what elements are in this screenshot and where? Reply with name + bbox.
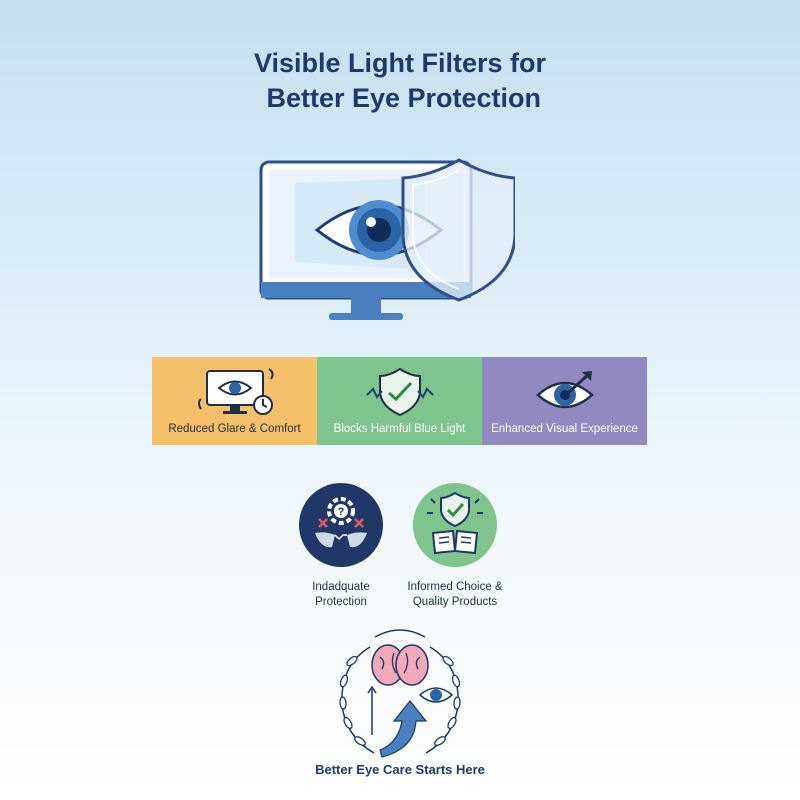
- label-line-1: Informed Choice &: [407, 581, 503, 593]
- shield-wave-icon: [365, 367, 434, 417]
- label-line-2: Quality Products: [412, 596, 498, 608]
- monitor-eye-shield-icon: [259, 158, 515, 320]
- informed-choice-label: Informed Choice & Quality Products: [385, 580, 525, 610]
- page-title: Visible Light Filters for Better Eye Pro…: [0, 46, 800, 116]
- monitor-eye-clock-icon: [197, 368, 274, 415]
- benefits-band: Reduced Glare & Comfort Blocks Harmful B…: [152, 357, 647, 445]
- label-line-1: Indadquate: [312, 581, 370, 593]
- title-line-1: Visible Light Filters for: [253, 48, 547, 78]
- benefit-label: Blocks Harmful Blue Light: [333, 423, 466, 435]
- benefit-blocks-blue-light: Blocks Harmful Blue Light: [317, 357, 482, 445]
- svg-text:?: ?: [338, 506, 345, 518]
- benefit-enhanced-visual: Enhanced Visual Experience: [482, 357, 647, 445]
- eye-arrow-icon: [535, 371, 594, 409]
- footer-tagline: Better Eye Care Starts Here: [315, 762, 485, 777]
- shield-book-icon: [427, 491, 483, 555]
- title-line-2: Better Eye Protection: [258, 83, 542, 113]
- inadequate-protection-badge: ?: [299, 483, 383, 567]
- broken-lens-gear-icon: ?: [315, 497, 367, 548]
- label-line-2: Protection: [315, 596, 367, 608]
- brain-eye-laurel-icon: [339, 629, 461, 758]
- informed-choice-badge: [413, 483, 497, 567]
- benefit-label: Reduced Glare & Comfort: [168, 423, 301, 435]
- benefit-label: Enhanced Visual Experience: [491, 423, 638, 435]
- benefit-reduced-glare: Reduced Glare & Comfort: [152, 357, 317, 445]
- inadequate-protection-label: Indadquate Protection: [271, 580, 411, 610]
